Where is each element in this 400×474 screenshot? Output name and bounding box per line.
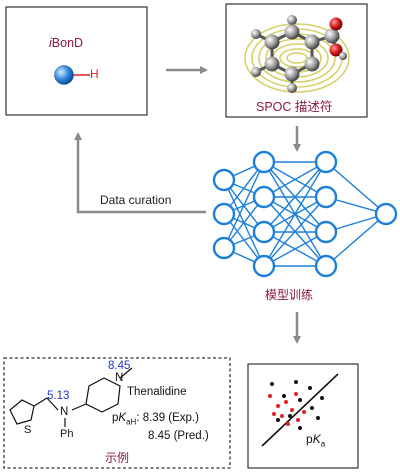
network-edge [325,161,387,215]
network-edge [263,161,327,267]
scatter-point-red [276,404,280,408]
pka-exp-sub: aH [126,417,137,427]
scatter-fit-line [261,373,339,447]
scatter-label-k: K [312,432,321,446]
scatter-point-red [294,392,298,396]
scatter-point-black [308,386,312,390]
data-curation-label: Data curation [100,193,172,207]
scatter-label-sub: a [320,439,326,449]
pka-exp-k: K [118,412,127,424]
scatter-point-black [270,382,274,386]
thenalidine-structure [9,367,133,427]
arrow-data-curation-return [74,132,206,214]
scatter-point-red [272,412,276,416]
network-node [212,168,236,192]
ibond-atom-sphere [54,65,74,85]
network-node [252,220,276,244]
network-node [212,202,236,226]
pka-exp-line: pKaH: 8.39 (Exp.) [112,412,199,426]
ibond-title: iBonD [49,36,83,50]
scatter-point-red [280,414,284,418]
scatter-label-prefix: p [306,432,313,446]
network-node [252,150,276,174]
network-edge [325,213,387,267]
network-node [252,185,276,209]
ibond-title-prefix: i [49,36,52,50]
scatter-point-black [276,418,280,422]
pka-left-value: 5.13 [47,390,70,402]
spoc-box [225,3,368,118]
network-node [314,185,338,209]
scatter-point-black [298,398,302,402]
ibond-h-label: H [90,67,99,81]
phenyl-substituent: Ph [60,428,74,440]
pka-pred-line: 8.45 (Pred.) [148,430,209,442]
scatter-box [247,363,359,469]
network-edge [223,161,265,249]
model-training-label: 模型训练 [265,288,314,302]
scatter-point-red [290,408,294,412]
ibond-box [5,6,148,116]
scatter-point-black [288,414,292,418]
scatter-point-red [302,410,306,414]
scatter-points [268,380,324,430]
network-edge [263,161,327,198]
network-node [314,150,338,174]
scatter-point-black [310,406,314,410]
neural-network-nodes [212,150,398,278]
ibond-title-rest: BonD [51,36,84,50]
network-node [314,254,338,278]
network-node [374,202,398,226]
spoc-label: SPOC 描述符 [256,100,333,114]
scatter-point-red [296,418,300,422]
scatter-point-red [284,400,288,404]
scatter-point-red [268,394,272,398]
network-edge [263,231,327,267]
pka-exp-value: : 8.39 (Exp.) [136,412,199,424]
neural-network-edges [223,161,387,267]
network-edge [263,196,327,267]
ring-nitrogen: N [115,372,124,384]
scatter-point-black [282,394,286,398]
scatter-point-black [294,380,298,384]
network-node [314,220,338,244]
network-node [212,236,236,260]
example-caption: 示例 [105,451,130,465]
compound-name: Thenalidine [127,386,187,398]
pka-exp-prefix: p [112,412,119,424]
scatter-point-black [298,426,302,430]
scatter-point-red [286,422,290,426]
scatter-pka-label: pKa [306,432,325,448]
molecule-model-icon [251,15,347,93]
pka-top-value: 8.45 [108,360,131,372]
example-box [3,357,231,469]
network-edge [263,161,327,233]
thiophene-sulfur: S [24,424,32,436]
network-node [252,254,276,278]
amine-nitrogen: N [60,406,69,418]
scatter-point-black [316,416,320,420]
scatter-point-black [320,396,324,400]
